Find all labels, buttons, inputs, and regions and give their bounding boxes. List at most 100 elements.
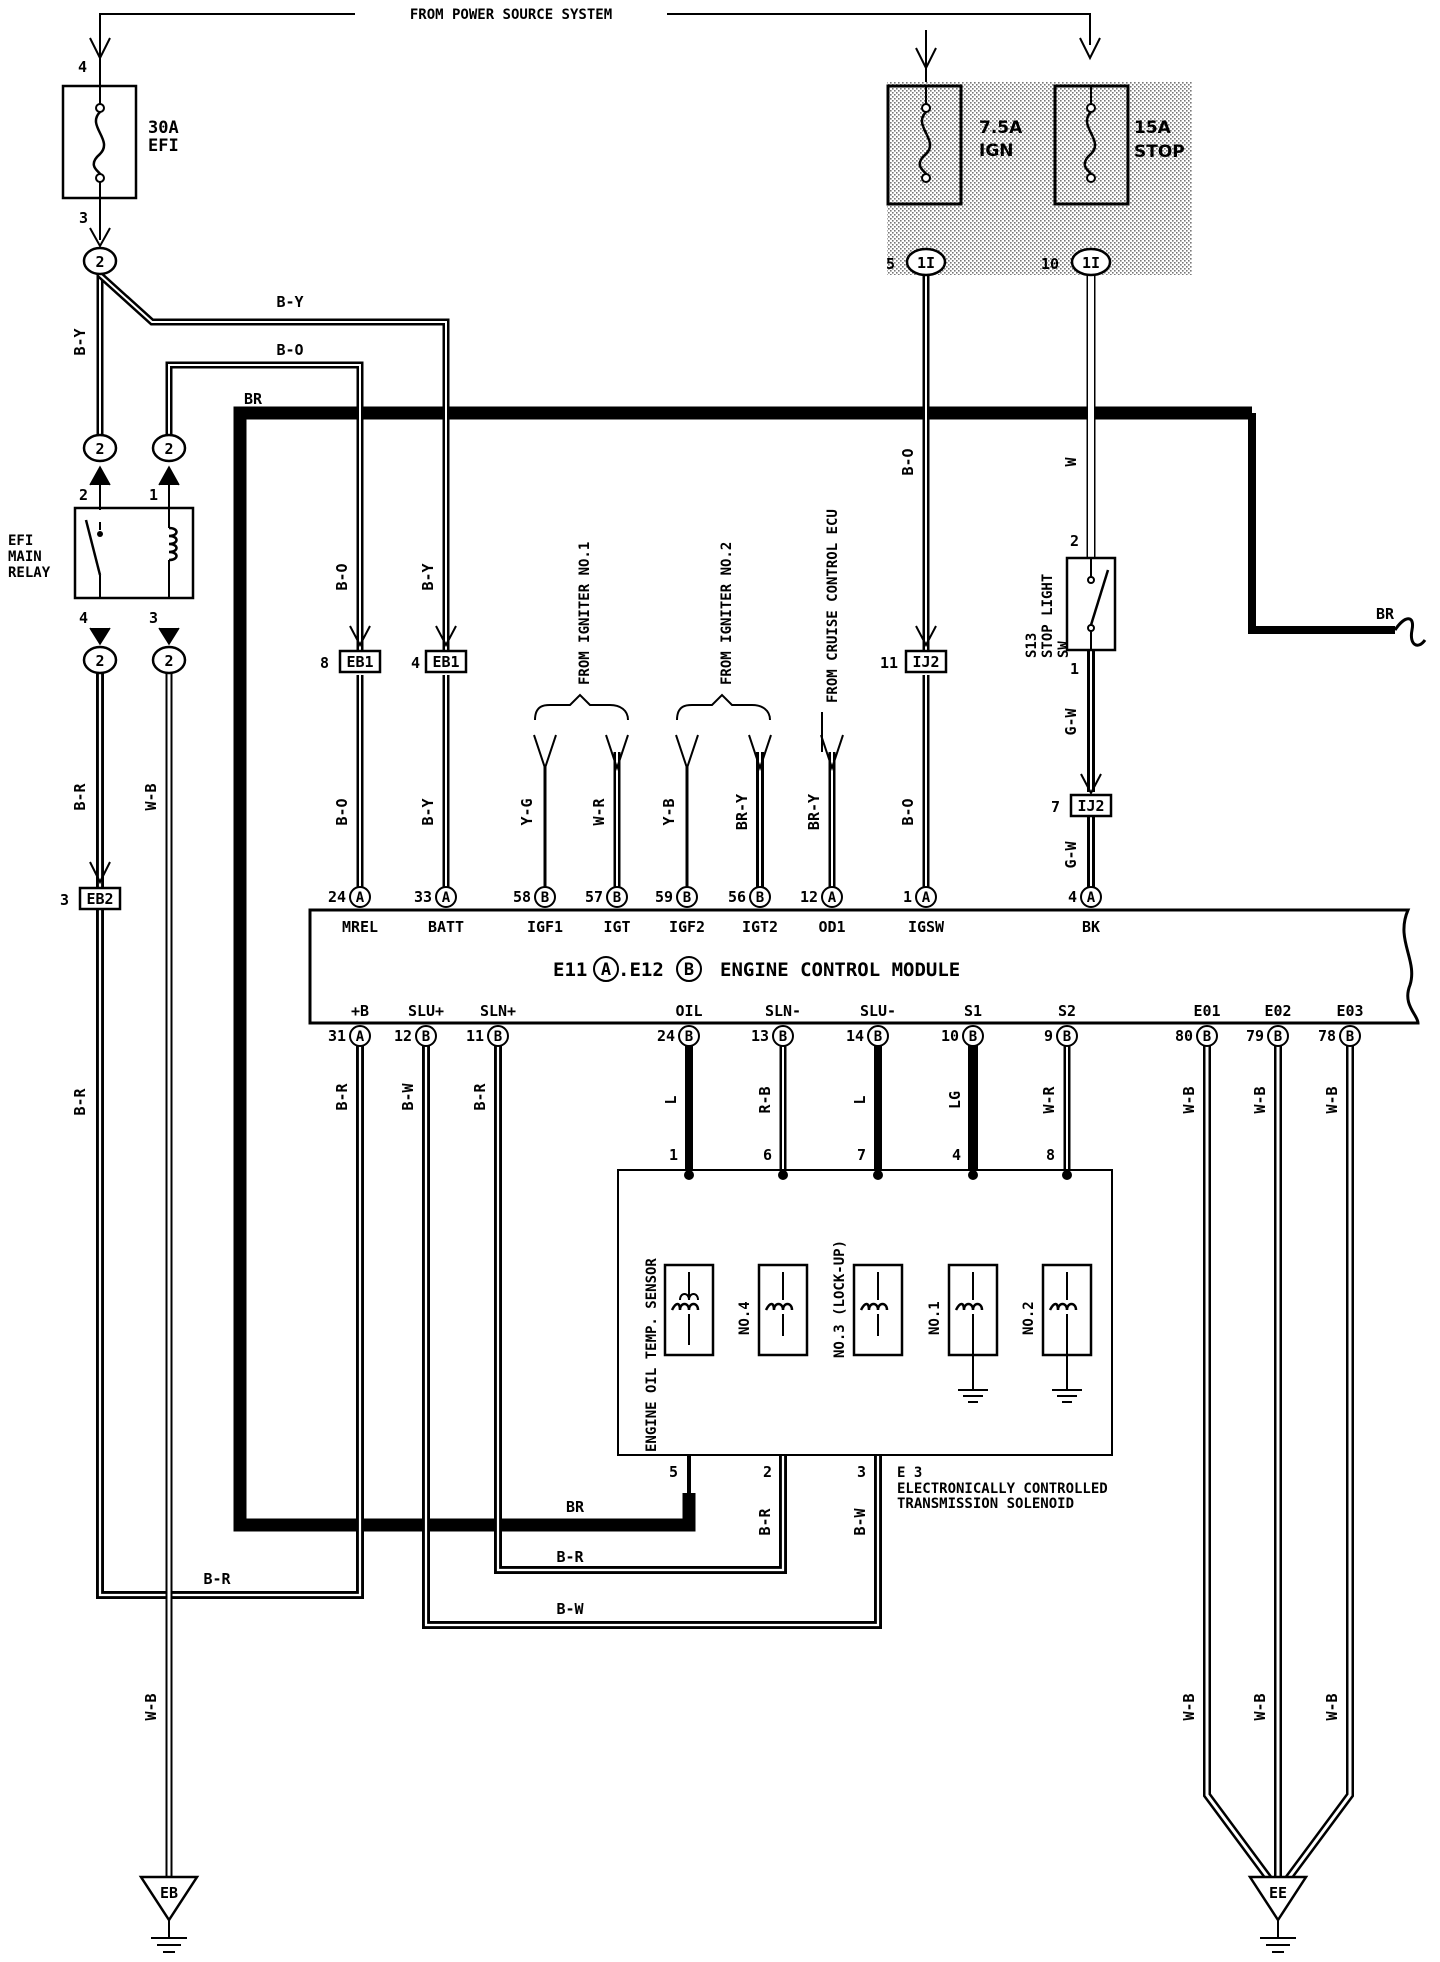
ecm-title: E11 A .E12 B ENGINE CONTROL MODULE <box>553 956 960 982</box>
svg-text:FROM CRUISE CONTROL ECU: FROM CRUISE CONTROL ECU <box>825 509 841 703</box>
ecm-top-pins: A24MRELA33BATTB58IGF1B57IGTB59IGF2B56IGT… <box>328 886 1102 936</box>
connector-ij2 <box>904 649 948 674</box>
svg-text:W-B: W-B <box>1323 1693 1341 1720</box>
svg-text:IJ2: IJ2 <box>912 653 939 671</box>
svg-text:R-B: R-B <box>756 1086 774 1113</box>
connector-oval <box>905 247 947 277</box>
connector-eb1 <box>338 649 382 674</box>
svg-text:E01: E01 <box>1193 1002 1220 1020</box>
svg-text:B: B <box>685 1029 693 1045</box>
svg-text:12: 12 <box>800 888 818 906</box>
connector-oval <box>82 433 118 463</box>
arrow-up-icon <box>89 465 111 486</box>
connector-oval <box>82 645 118 675</box>
relay-switch-icon <box>84 519 102 576</box>
coil-icon <box>764 1302 794 1311</box>
svg-text:3: 3 <box>60 891 69 909</box>
svg-text:NO.4: NO.4 <box>737 1301 753 1335</box>
svg-text:B: B <box>756 890 764 906</box>
svg-text:EB2: EB2 <box>86 890 113 908</box>
efi-main-relay: 2 1 4 3 EFI MAIN RELAY <box>8 465 195 646</box>
connector-eb1 <box>424 649 468 674</box>
coil-icon <box>859 1302 889 1311</box>
svg-text:B: B <box>422 1029 430 1045</box>
svg-text:BR-Y: BR-Y <box>733 794 751 830</box>
svg-text:S2: S2 <box>1058 1002 1076 1020</box>
ground-icon <box>958 1389 988 1403</box>
svg-text:Y-G: Y-G <box>518 798 536 825</box>
stop-light-switch: 2 1 S13 STOP LIGHT SW <box>1024 532 1117 678</box>
svg-text:B-R: B-R <box>203 1570 231 1588</box>
svg-text:8: 8 <box>1046 1146 1055 1164</box>
svg-text:EB: EB <box>160 1884 178 1902</box>
switch-icon <box>1089 569 1110 626</box>
oval-connectors: 2 2 2 2 2 1I 1I <box>82 246 1112 675</box>
svg-text:2: 2 <box>164 652 173 670</box>
fuse-icon <box>1083 111 1097 175</box>
svg-text:.E12: .E12 <box>618 959 664 981</box>
coil-no2 <box>1041 1263 1093 1403</box>
solenoid-labels: ENGINE OIL TEMP. SENSOR NO.4 NO.3 (LOCK-… <box>644 1240 1037 1452</box>
signal-sources: FROM IGNITER NO.1 FROM IGNITER NO.2 FROM… <box>533 509 844 772</box>
svg-text:SLU-: SLU- <box>860 1002 896 1020</box>
svg-text:1: 1 <box>669 1146 678 1164</box>
ecm-pin: A31+B <box>328 1002 371 1047</box>
svg-text:W-B: W-B <box>1180 1086 1198 1113</box>
svg-text:4: 4 <box>411 654 420 672</box>
svg-text:EFI: EFI <box>8 533 33 549</box>
svg-text:L: L <box>851 1095 869 1104</box>
svg-text:IGSW: IGSW <box>908 918 945 936</box>
svg-text:A: A <box>828 890 837 906</box>
arrow-down-icon <box>89 227 111 249</box>
arrow-down-icon <box>158 627 180 646</box>
engine-control-module: E11 A .E12 B ENGINE CONTROL MODULE A24MR… <box>308 886 1420 1047</box>
svg-text:B: B <box>1274 1029 1282 1045</box>
svg-text:B-R: B-R <box>556 1548 584 1566</box>
svg-text:57: 57 <box>585 888 603 906</box>
svg-text:56: 56 <box>728 888 746 906</box>
fuse-efi: 30A EFI 4 3 <box>61 45 179 249</box>
svg-text:SW: SW <box>1056 641 1072 658</box>
ground-icon <box>1052 1389 1082 1403</box>
svg-text:2: 2 <box>763 1463 772 1481</box>
fuse-ign: 7.5A IGN 5 <box>886 84 1023 273</box>
ground-eb: EB <box>138 1875 200 1953</box>
svg-text:IGN: IGN <box>979 141 1014 161</box>
svg-text:A: A <box>922 890 931 906</box>
svg-text:W: W <box>1062 457 1080 467</box>
connector-eb2 <box>78 886 122 911</box>
ground-icon <box>1260 1937 1296 1953</box>
svg-text:S13: S13 <box>1024 633 1040 658</box>
svg-text:BR: BR <box>1376 605 1395 623</box>
svg-text:IGT: IGT <box>603 918 630 936</box>
svg-text:59: 59 <box>655 888 673 906</box>
svg-text:30A: 30A <box>148 118 179 138</box>
svg-text:3: 3 <box>857 1463 866 1481</box>
svg-text:B-R: B-R <box>333 1082 351 1110</box>
coil-icon <box>954 1302 984 1311</box>
svg-text:IGF1: IGF1 <box>527 918 563 936</box>
svg-text:4: 4 <box>952 1146 961 1164</box>
coil-icon <box>1048 1302 1078 1311</box>
svg-text:NO.1: NO.1 <box>927 1301 943 1335</box>
svg-text:6: 6 <box>763 1146 772 1164</box>
svg-text:3: 3 <box>79 209 88 227</box>
svg-text:2: 2 <box>95 440 104 458</box>
svg-text:13: 13 <box>751 1027 769 1045</box>
svg-text:4: 4 <box>1068 888 1077 906</box>
svg-text:FROM IGNITER NO.2: FROM IGNITER NO.2 <box>719 542 735 685</box>
svg-text:S1: S1 <box>964 1002 982 1020</box>
svg-text:7: 7 <box>857 1146 866 1164</box>
svg-text:B-R: B-R <box>756 1507 774 1535</box>
svg-text:B: B <box>683 890 691 906</box>
